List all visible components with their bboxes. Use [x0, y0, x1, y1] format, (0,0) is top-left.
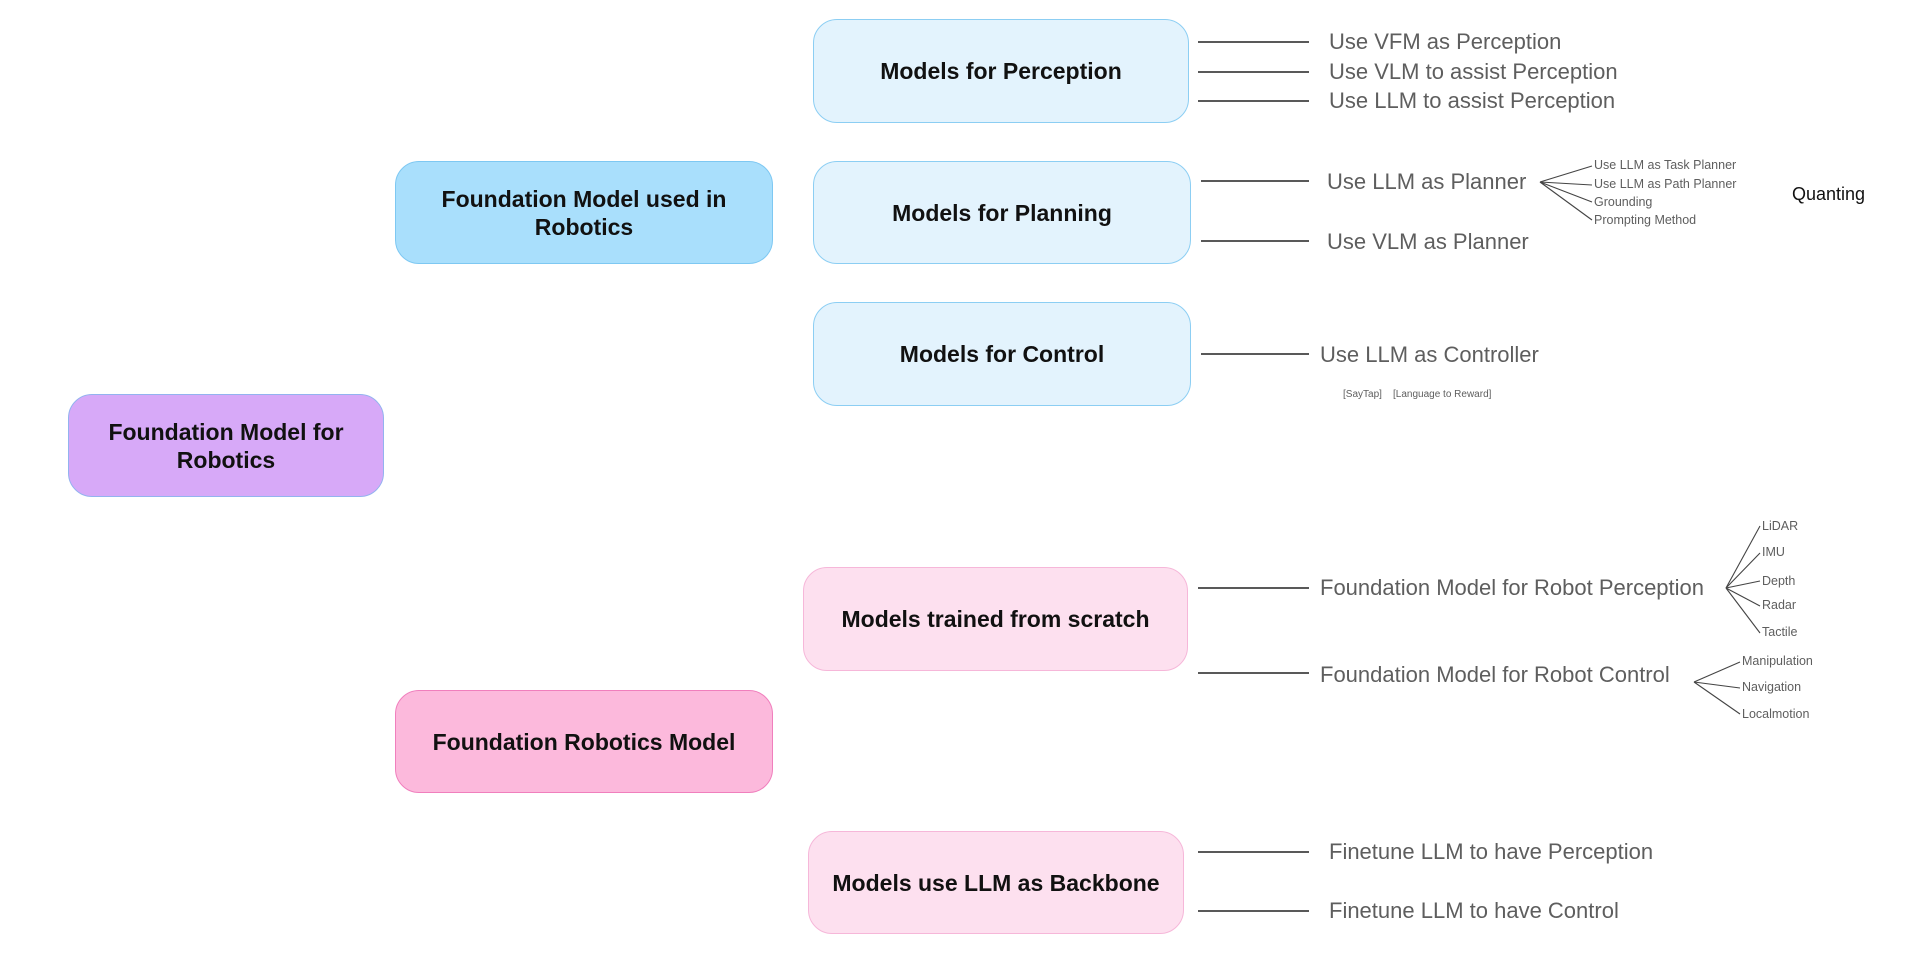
node-models-for-perception[interactable]: Models for Perception — [813, 19, 1189, 123]
sub-leaf-label: Navigation — [1742, 680, 1802, 694]
node-label: Models trained from scratch — [841, 606, 1150, 632]
leaf-label: Finetune LLM to have Control — [1329, 898, 1619, 923]
note-label: [Language to Reward] — [1393, 389, 1492, 400]
root-node-label: Foundation Model for Robotics — [108, 418, 344, 473]
root-node[interactable]: Foundation Model for Robotics — [68, 394, 384, 497]
connector-line — [1539, 165, 1593, 183]
node-models-for-control[interactable]: Models for Control — [813, 302, 1191, 406]
node-models-for-planning[interactable]: Models for Planning — [813, 161, 1191, 264]
sub-leaf-label: Radar — [1762, 598, 1797, 612]
sub-leaf-label: Depth — [1762, 574, 1796, 588]
leaf-label: Foundation Model for Robot Perception — [1320, 575, 1705, 600]
node-models-trained-from-scratch[interactable]: Models trained from scratch — [803, 567, 1188, 671]
node-label: Foundation Model used in Robotics — [441, 185, 727, 240]
node-foundation-robotics-model[interactable]: Foundation Robotics Model — [395, 690, 773, 793]
node-label: Models for Control — [899, 341, 1105, 367]
leaf-label: Use LLM as Controller — [1320, 342, 1539, 367]
node-models-use-llm-as-backbone[interactable]: Models use LLM as Backbone — [808, 831, 1184, 934]
node-label: Foundation Robotics Model — [432, 728, 736, 755]
leaf-label: Use VLM to assist Perception — [1329, 59, 1618, 84]
sub-leaf-label: Manipulation — [1742, 654, 1813, 668]
leaf-label: Use LLM to assist Perception — [1329, 88, 1616, 113]
sub-leaf-label: Grounding — [1594, 195, 1653, 209]
sub-leaf-label: IMU — [1762, 545, 1785, 559]
sub-leaf-label: LiDAR — [1762, 519, 1799, 533]
connector-line — [1725, 580, 1761, 589]
connector-line — [1539, 181, 1593, 203]
sub-leaf-label: Prompting Method — [1594, 213, 1697, 227]
sub-leaf-label: Use LLM as Path Planner — [1594, 177, 1737, 191]
connector-line — [1539, 181, 1593, 221]
note-label: [SayTap] — [1343, 389, 1382, 400]
connector-line — [1539, 181, 1593, 186]
node-label: Models for Perception — [880, 58, 1122, 84]
leaf-label: Use LLM as Planner — [1327, 169, 1527, 194]
sub-leaf-label: Tactile — [1762, 625, 1798, 639]
sub-leaf-label: Localmotion — [1742, 707, 1810, 721]
connector-line — [1725, 552, 1761, 589]
connector-line — [1693, 681, 1741, 689]
connector-line — [1693, 661, 1741, 683]
node-label: Models for Planning — [892, 199, 1112, 226]
connector-line — [1693, 681, 1741, 715]
leaf-label: Foundation Model for Robot Control — [1320, 662, 1670, 687]
node-foundation-model-used-in-robotics[interactable]: Foundation Model used in Robotics — [395, 161, 773, 264]
connector-line — [1725, 587, 1761, 607]
connector-line — [1725, 587, 1761, 634]
leaf-label: Use VLM as Planner — [1327, 229, 1529, 254]
connector-line — [1725, 525, 1761, 589]
leaf-label: Use VFM as Perception — [1329, 29, 1562, 54]
node-label: Models use LLM as Backbone — [832, 869, 1160, 896]
sub-leaf-label: Use LLM as Task Planner — [1594, 158, 1737, 172]
floating-text: Quanting — [1792, 184, 1866, 204]
leaf-label: Finetune LLM to have Perception — [1329, 839, 1654, 864]
